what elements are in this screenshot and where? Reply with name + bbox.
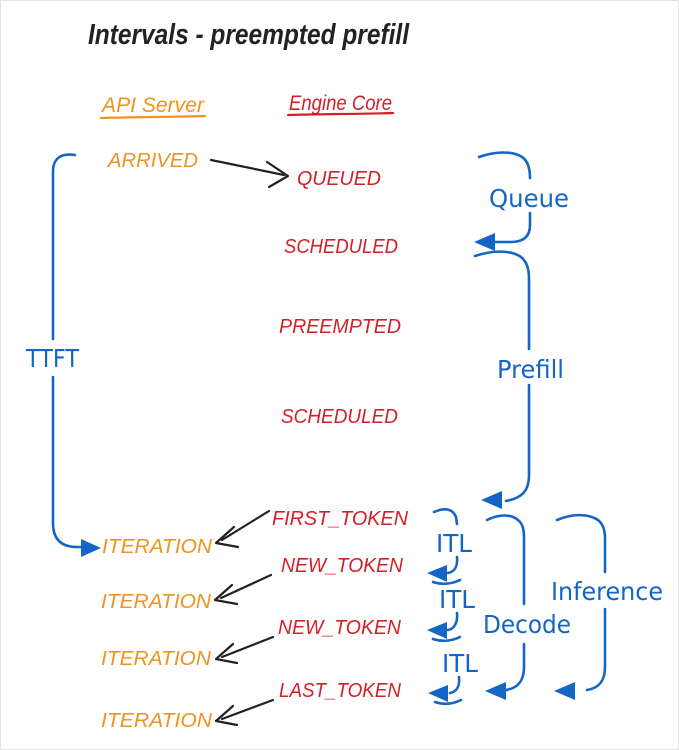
itl-1-top-corner — [432, 507, 459, 526]
inference-bracket-top-segment — [555, 513, 607, 574]
itl-1-left-arrowhead — [427, 565, 447, 582]
interval-prefill-label: Prefill — [497, 355, 564, 384]
event-iteration-3: ITERATION — [101, 648, 212, 670]
decode-bracket-bottom-segment — [504, 642, 526, 692]
arrow-open-head — [214, 642, 239, 665]
page-title: Intervals - preempted prefill — [88, 19, 410, 51]
itl-bracket-1: ITL — [427, 507, 472, 586]
queue-left-arrowhead — [474, 233, 495, 251]
event-new-token-2: NEW_TOKEN — [278, 617, 402, 639]
event-arrived: ARRIVED — [107, 150, 198, 172]
arrow-first-token-to-iteration-1 — [214, 509, 271, 549]
interval-itl-1-label: ITL — [436, 529, 472, 558]
event-scheduled-1: SCHEDULED — [284, 236, 398, 258]
prefill-bracket-bottom-segment — [504, 383, 531, 503]
decode-bracket: Decode — [483, 514, 571, 700]
event-last-token: LAST_TOKEN — [279, 680, 402, 702]
arrow-line — [220, 698, 275, 721]
arrow-new-token-1-to-iteration-2 — [213, 573, 273, 606]
arrow-line — [220, 635, 275, 659]
itl-2-left-arrowhead — [427, 622, 447, 639]
interval-queue-label: Queue — [489, 184, 569, 213]
event-first-token: FIRST_TOKEN — [272, 508, 409, 530]
inference-bracket-bottom-segment — [585, 607, 607, 692]
interval-ttft-label: TTFT — [25, 344, 80, 373]
event-iteration-1: ITERATION — [102, 536, 213, 558]
engine-core-column-header: Engine Core — [289, 92, 392, 115]
event-scheduled-2: SCHEDULED — [281, 406, 398, 428]
decode-left-arrowhead — [485, 682, 506, 700]
queue-bracket-top-segment — [477, 151, 532, 180]
prefill-bracket: Prefill — [473, 250, 564, 509]
prefill-left-arrowhead — [481, 491, 502, 509]
prefill-bracket-top-segment — [473, 250, 531, 351]
api-server-column-header: API Server — [100, 94, 205, 117]
event-iteration-4: ITERATION — [101, 710, 213, 732]
arrow-line — [220, 509, 271, 542]
interval-decode-label: Decode — [483, 610, 571, 639]
event-iteration-2: ITERATION — [101, 591, 212, 613]
arrow-open-head — [214, 704, 239, 727]
itl-3-flick — [433, 698, 463, 706]
itl-bracket-3: ITL — [428, 649, 478, 706]
ttft-bracket-top-segment — [51, 153, 77, 341]
itl-1-flick — [431, 578, 462, 586]
queue-bracket: Queue — [474, 151, 569, 251]
arrow-arrived-to-queued — [209, 158, 290, 189]
arrow-open-head — [265, 160, 290, 189]
inference-bracket: Inference — [551, 513, 663, 700]
interval-itl-2-label: ITL — [439, 585, 475, 614]
decode-bracket-top-segment — [485, 514, 526, 606]
arrow-last-token-to-iteration-4 — [214, 698, 275, 727]
itl-3-arrow-stub — [448, 675, 461, 695]
ttft-right-arrowhead — [81, 539, 101, 557]
api-server-underline — [99, 114, 207, 120]
itl-bracket-2: ITL — [427, 585, 475, 643]
event-preempted: PREEMPTED — [279, 316, 401, 338]
arrow-open-head — [214, 525, 240, 549]
engine-core-underline — [286, 111, 395, 117]
arrow-line — [219, 573, 273, 600]
itl-2-arrow-stub — [446, 611, 459, 632]
ttft-bracket-bottom-segment — [51, 375, 85, 549]
event-queued: QUEUED — [297, 168, 381, 190]
itl-1-arrow-stub — [446, 555, 459, 575]
inference-left-arrowhead — [554, 682, 575, 700]
arrow-line — [209, 158, 286, 177]
itl-3-left-arrowhead — [428, 685, 448, 702]
interval-itl-3-label: ITL — [442, 649, 478, 678]
event-new-token-1: NEW_TOKEN — [281, 555, 404, 577]
queue-bracket-bottom-segment — [493, 211, 532, 244]
arrow-open-head — [213, 583, 239, 606]
itl-2-flick — [431, 635, 462, 643]
arrow-new-token-2-to-iteration-3 — [214, 635, 275, 665]
interval-inference-label: Inference — [551, 577, 663, 606]
ttft-bracket: TTFT — [25, 153, 101, 557]
